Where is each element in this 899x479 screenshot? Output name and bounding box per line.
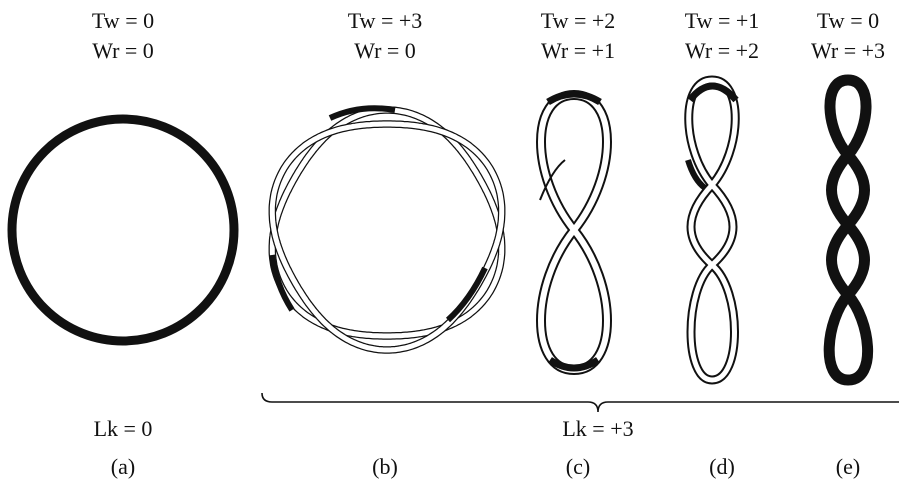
- lk-brace: [262, 393, 899, 412]
- panel-a-twist: Tw = 0: [92, 10, 154, 32]
- linking-number-relaxed: Lk = 0: [94, 418, 153, 440]
- panel-b-writhe: Wr = 0: [354, 40, 416, 62]
- panel-letter-d: (d): [709, 456, 735, 478]
- twisted-circle: [272, 108, 502, 350]
- panel-b-twist: Tw = +3: [348, 10, 423, 32]
- figure-twisted-d: [688, 80, 736, 380]
- panel-a-writhe: Wr = 0: [92, 40, 154, 62]
- linking-number-supercoiled: Lk = +3: [562, 418, 633, 440]
- panel-d-twist: Tw = +1: [685, 10, 760, 32]
- figure-eight-c: [540, 94, 607, 370]
- panel-letter-b: (b): [372, 456, 398, 478]
- panel-c-twist: Tw = +2: [541, 10, 616, 32]
- panel-letter-c: (c): [566, 456, 590, 478]
- panel-e-twist: Tw = 0: [817, 10, 879, 32]
- panel-letter-e: (e): [836, 456, 860, 478]
- panel-d-writhe: Wr = +2: [685, 40, 759, 62]
- relaxed-circle: [12, 119, 234, 341]
- panel-c-writhe: Wr = +1: [541, 40, 615, 62]
- panel-e-writhe: Wr = +3: [811, 40, 885, 62]
- panel-letter-a: (a): [111, 456, 135, 478]
- plectoneme-e: [829, 80, 867, 380]
